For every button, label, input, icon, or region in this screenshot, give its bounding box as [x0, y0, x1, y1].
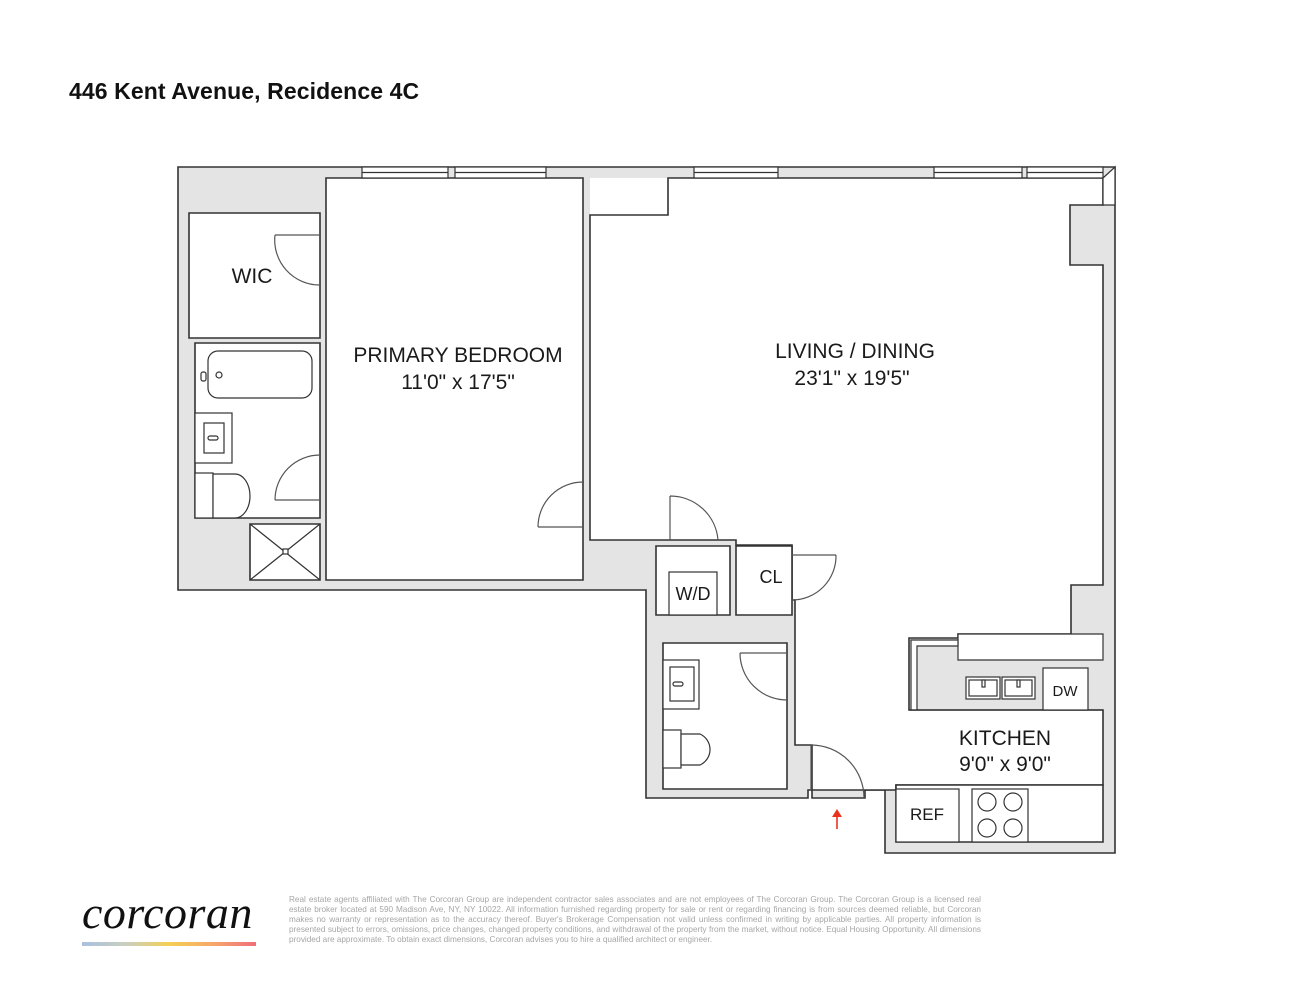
- label-refrigerator: REF: [910, 805, 944, 824]
- dims-kitchen: 9'0" x 9'0": [959, 753, 1051, 776]
- room-wic: [188, 212, 321, 339]
- dims-living-dining: 23'1" x 19'5": [794, 367, 909, 390]
- label-primary-bedroom: PRIMARY BEDROOM: [353, 344, 562, 367]
- label-living-dining: LIVING / DINING: [775, 340, 935, 363]
- entry-arrow-icon: [832, 809, 842, 829]
- label-closet: CL: [759, 567, 782, 587]
- washer-dryer: [668, 571, 718, 616]
- label-dishwasher: DW: [1053, 683, 1079, 700]
- address: 446 Kent Avenue: [69, 78, 255, 104]
- corcoran-logo: corcoran: [82, 890, 260, 946]
- label-wd: W/D: [676, 584, 711, 604]
- brand-gradient-bar: [82, 942, 256, 946]
- room-closet: [735, 545, 793, 616]
- bath-toilet-bowl: [212, 473, 251, 519]
- title-separator: ,: [254, 78, 261, 104]
- kitchen-upper-counter: [957, 633, 1104, 661]
- doors: [274, 234, 865, 799]
- room-living-dining: [590, 178, 668, 215]
- powder-toilet-bowl: [680, 733, 711, 766]
- dims-primary-bedroom: 11'0" x 17'5": [401, 371, 515, 394]
- page-title: 446 Kent Avenue, Recidence 4C: [69, 78, 419, 105]
- label-wic: WIC: [232, 265, 273, 288]
- unit-name: Recidence 4C: [267, 78, 420, 104]
- windows: [361, 165, 1116, 206]
- brand-wordmark: corcoran: [82, 887, 253, 938]
- kitchen-fixtures: [895, 633, 1104, 843]
- dishwasher: [1042, 667, 1089, 711]
- refrigerator: [895, 788, 960, 843]
- bath-toilet-tank: [194, 472, 214, 519]
- bathtub: [207, 350, 313, 399]
- label-kitchen: KITCHEN: [959, 727, 1051, 750]
- legal-disclaimer: Real estate agents affiliated with The C…: [289, 895, 981, 944]
- powder-toilet-tank: [662, 729, 682, 769]
- bath-fixtures: [194, 350, 718, 769]
